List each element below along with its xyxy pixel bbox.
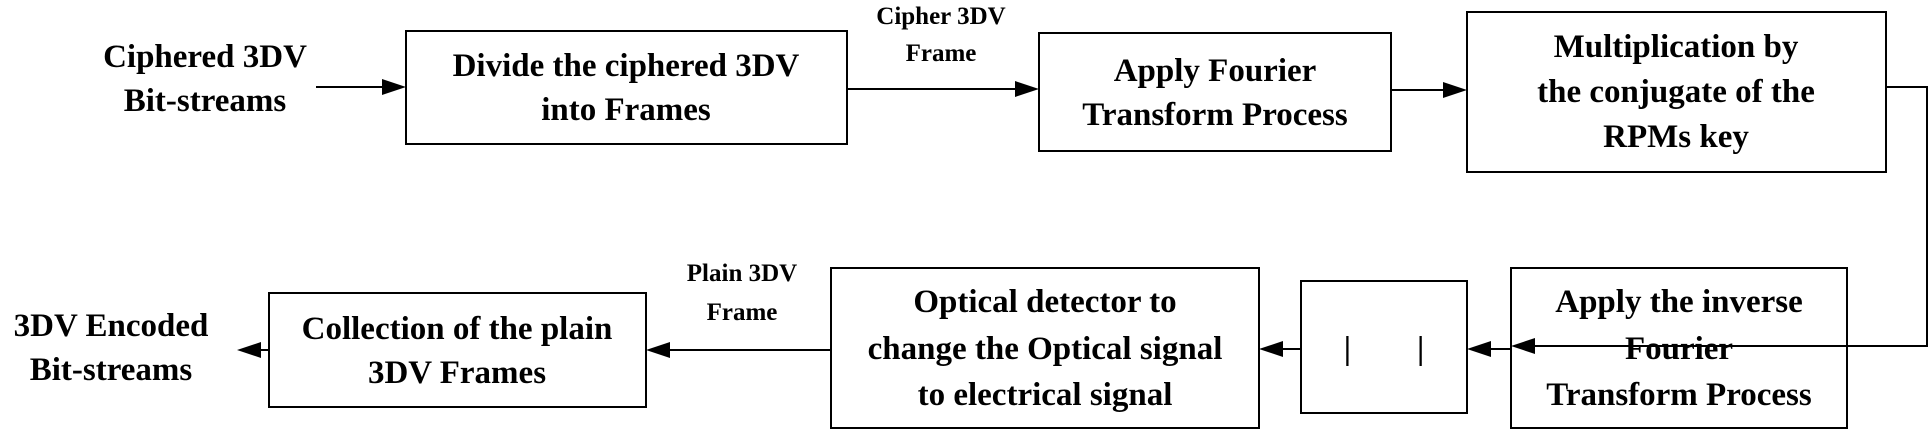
arrow-inverse-to-abs bbox=[1467, 341, 1511, 357]
divide-frames-box: Divide the ciphered 3DV into Frames bbox=[405, 30, 848, 145]
inverse-box-line-2: Fourier bbox=[1625, 331, 1733, 367]
detector-box-line-2: change the Optical signal bbox=[868, 331, 1223, 367]
arrow-abs-to-detector bbox=[1259, 341, 1301, 357]
output-label-line-2: Bit-streams bbox=[30, 352, 193, 388]
divide-box-line-1: Divide the ciphered 3DV bbox=[453, 48, 800, 84]
plain-frame-line-2: Frame bbox=[707, 299, 778, 326]
input-label-line-2: Bit-streams bbox=[124, 83, 287, 119]
plain-frame-line-1: Plain 3DV bbox=[687, 260, 797, 287]
input-label-line-1: Ciphered 3DV bbox=[103, 39, 307, 75]
optical-detector-box: Optical detector to change the Optical s… bbox=[830, 267, 1260, 429]
output-label-line-1: 3DV Encoded bbox=[14, 308, 209, 344]
arrow-input-to-divide bbox=[316, 79, 406, 95]
detector-box-line-1: Optical detector to bbox=[913, 284, 1176, 320]
conjugate-multiplication-box: Multiplication by the conjugate of the R… bbox=[1466, 11, 1887, 173]
fourier-box-line-1: Apply Fourier bbox=[1114, 53, 1317, 89]
inverse-fourier-box: Apply the inverse Fourier Transform Proc… bbox=[1510, 267, 1848, 429]
cipher-frame-edge-label: Cipher 3DV Frame bbox=[876, 3, 1005, 67]
arrow-divide-to-fourier bbox=[847, 81, 1039, 97]
detector-box-line-3: to electrical signal bbox=[918, 377, 1173, 413]
collection-frames-box: Collection of the plain 3DV Frames bbox=[268, 292, 647, 408]
abs-box-symbol: | | bbox=[1344, 331, 1425, 367]
plain-frame-edge-label: Plain 3DV Frame bbox=[687, 260, 797, 326]
collection-box-line-2: 3DV Frames bbox=[368, 355, 546, 391]
cipher-frame-line-1: Cipher 3DV bbox=[876, 3, 1005, 30]
arrow-detector-to-collection bbox=[646, 342, 831, 358]
multiply-box-line-1: Multiplication by bbox=[1554, 29, 1799, 65]
absolute-value-box: | | bbox=[1300, 280, 1468, 414]
input-label: Ciphered 3DV Bit-streams bbox=[103, 39, 307, 119]
fourier-box-line-2: Transform Process bbox=[1082, 97, 1348, 133]
multiply-box-line-3: RPMs key bbox=[1603, 119, 1749, 155]
arrow-collection-to-output bbox=[237, 342, 269, 358]
inverse-box-line-1: Apply the inverse bbox=[1555, 284, 1803, 320]
output-label: 3DV Encoded Bit-streams bbox=[14, 308, 209, 388]
inverse-box-line-3: Transform Process bbox=[1546, 377, 1812, 413]
arrow-fourier-to-multiply bbox=[1391, 82, 1467, 98]
divide-box-line-2: into Frames bbox=[541, 92, 711, 128]
collection-box-line-1: Collection of the plain bbox=[302, 311, 613, 347]
cipher-frame-line-2: Frame bbox=[906, 40, 977, 67]
fourier-transform-box: Apply Fourier Transform Process bbox=[1038, 32, 1392, 152]
multiply-box-line-2: the conjugate of the bbox=[1537, 74, 1815, 110]
arrow-multiply-to-inverse bbox=[1511, 86, 1928, 354]
